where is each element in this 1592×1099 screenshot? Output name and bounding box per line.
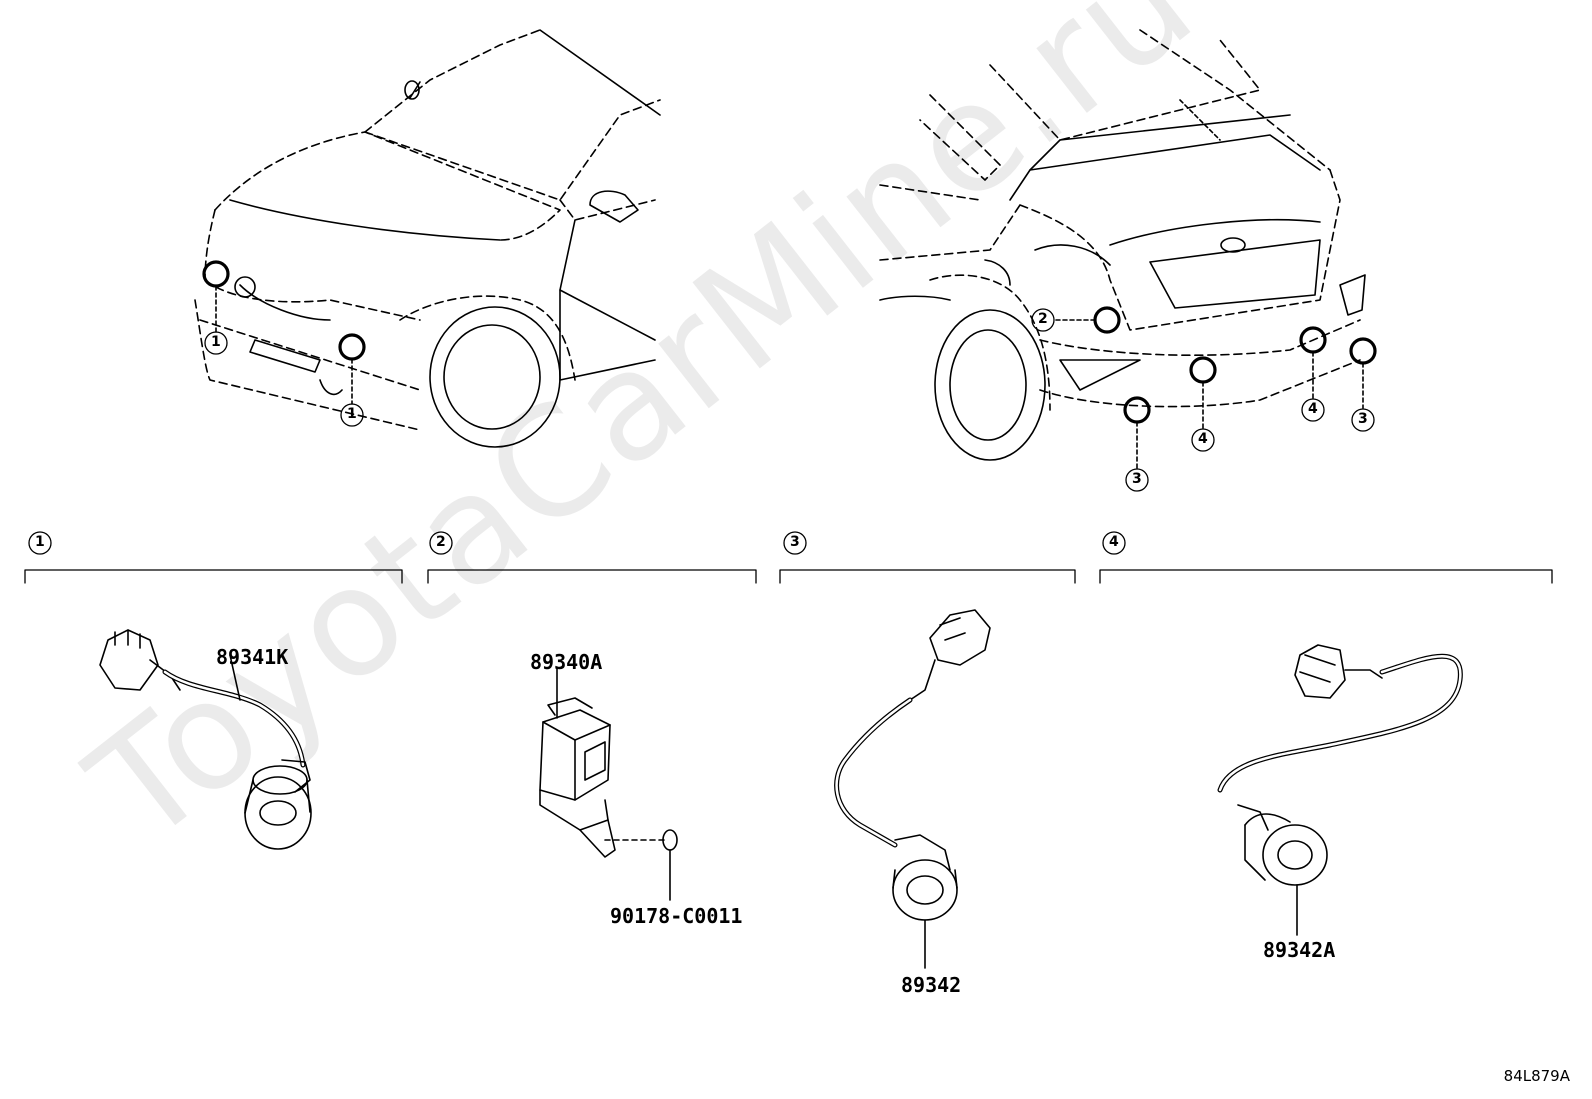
group-index-1: 1 <box>35 534 45 550</box>
part-89340a-drawing <box>539 666 678 901</box>
part-number-90178-c0011[interactable]: 90178-C0011 <box>610 904 743 928</box>
group-index-3: 3 <box>790 534 800 550</box>
part-89342-drawing <box>834 609 991 969</box>
part-number-89341k[interactable]: 89341K <box>216 645 289 669</box>
callout-rear-3b: 3 <box>1358 411 1368 427</box>
group-brackets <box>24 531 1553 584</box>
callout-rear-3a: 3 <box>1132 471 1142 487</box>
callout-rear-2: 2 <box>1038 311 1048 327</box>
front-car-illustration <box>194 29 661 448</box>
part-number-89342[interactable]: 89342 <box>901 973 962 997</box>
diagram-code: 84L879A <box>1503 1067 1570 1085</box>
part-number-89340a[interactable]: 89340A <box>530 650 603 674</box>
group-index-2: 2 <box>436 534 446 550</box>
callout-front-1b: 1 <box>347 406 357 422</box>
rear-car-illustration <box>879 29 1377 492</box>
group-index-4: 4 <box>1109 534 1119 550</box>
part-number-89342a[interactable]: 89342A <box>1263 938 1336 962</box>
callout-rear-4a: 4 <box>1198 431 1208 447</box>
part-89341k-drawing <box>99 629 312 850</box>
callout-front-1a: 1 <box>211 334 221 350</box>
callout-rear-4b: 4 <box>1308 401 1318 417</box>
part-89342a-drawing <box>1217 644 1463 936</box>
